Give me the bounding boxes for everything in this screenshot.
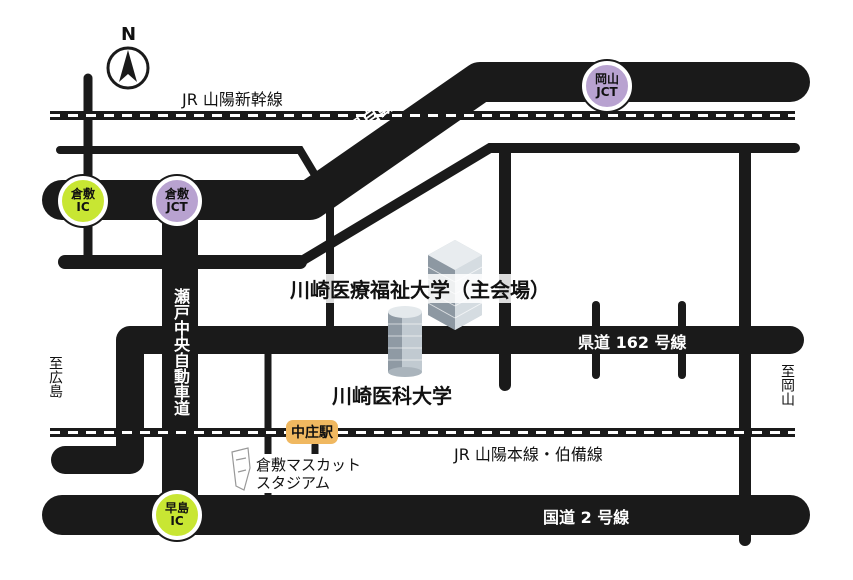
to-hiroshima-label: 至広島	[47, 356, 63, 398]
national-2-label: 国道 2 号線	[543, 508, 630, 527]
welfare-university-building-icon	[427, 240, 483, 330]
local-road-north-east	[295, 143, 800, 267]
railways	[50, 111, 795, 437]
shinkansen-rail	[50, 111, 795, 120]
to-okayama-label: 至岡山	[778, 364, 796, 406]
medical-university-label: 川崎医科大学	[332, 384, 452, 408]
kurashiki-jct-line2: JCT	[166, 200, 188, 214]
okayama-jct-badge: 岡山 JCT	[582, 61, 632, 111]
okayama-jct-line1: 岡山	[594, 72, 619, 86]
stadium-label-line1: 倉敷マスカット	[256, 454, 362, 475]
prefectural-162-road	[51, 326, 804, 474]
sanyo-hakubi-rail	[50, 428, 795, 437]
medical-university-building-icon	[388, 306, 422, 377]
kurashiki-ic-line1: 倉敷	[70, 187, 95, 201]
okayama-jct-line2: JCT	[596, 85, 618, 99]
kurashiki-ic-line2: IC	[76, 200, 90, 214]
north-compass-icon	[106, 46, 150, 90]
shinkansen-label: JR 山陽新幹線	[178, 86, 287, 110]
sanyo-hakubi-label: JR 山陽本線・伯備線	[450, 441, 607, 465]
hayashima-ic-badge: 早島 IC	[152, 490, 202, 540]
hayashima-ic-line2: IC	[170, 514, 184, 528]
stadium-label-line2: スタジアム	[256, 472, 330, 493]
setochuo-expressway-label: 瀬戸中央自動車道	[171, 288, 190, 416]
prefectural-162-label: 県道 162 号線	[578, 333, 687, 352]
nakasho-station-badge: 中庄駅	[286, 420, 338, 444]
welfare-university-label: 川崎医療福祉大学（主会場）	[290, 274, 550, 303]
kurashiki-jct-badge: 倉敷 JCT	[152, 176, 202, 226]
hayashima-ic-line1: 早島	[164, 501, 189, 515]
kurashiki-ic-badge: 倉敷 IC	[58, 176, 108, 226]
kurashiki-jct-line1: 倉敷	[164, 187, 189, 201]
compass-north-label: N	[121, 24, 137, 45]
stadium-icon	[231, 447, 251, 491]
